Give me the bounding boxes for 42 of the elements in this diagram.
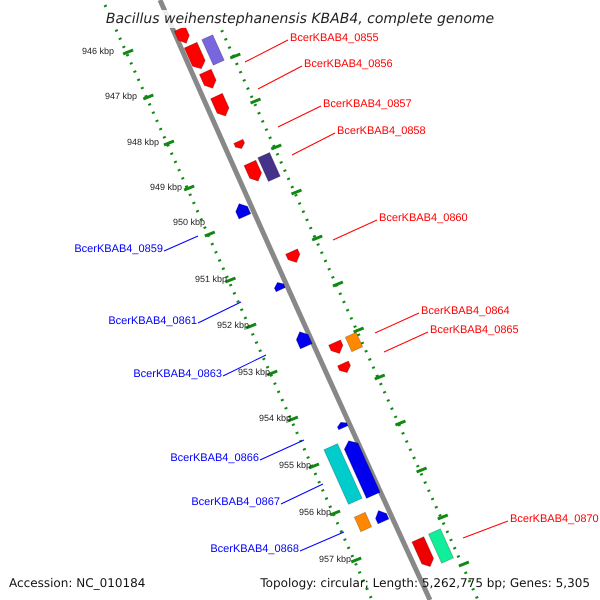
gene-label: BcerKBAB4_0863 — [133, 368, 222, 381]
position-label: 950 kbp — [172, 217, 205, 228]
leader-line — [244, 40, 288, 62]
position-label: 957 kbp — [318, 554, 351, 565]
gene-label: BcerKBAB4_0867 — [191, 496, 280, 509]
gene-label: BcerKBAB4_0864 — [421, 305, 510, 318]
gene-label: BcerKBAB4_0868 — [210, 543, 299, 556]
leader-line — [384, 332, 428, 352]
gene-label: BcerKBAB4_0861 — [108, 315, 197, 328]
position-label: 956 kbp — [298, 507, 331, 518]
position-label: 948 kbp — [126, 137, 159, 148]
gene-label: BcerKBAB4_0859 — [74, 243, 163, 256]
footer-text: Accession: NC_010184 — [9, 576, 146, 590]
gene-label: BcerKBAB4_0858 — [337, 125, 426, 138]
leader-line — [280, 484, 324, 504]
leader-line — [332, 220, 378, 240]
gene-label: BcerKBAB4_0860 — [379, 212, 468, 225]
position-label: 954 kbp — [258, 413, 291, 424]
gene-label: BcerKBAB4_0857 — [323, 98, 412, 111]
position-label: 947 kbp — [104, 91, 137, 102]
gene-label: BcerKBAB4_0870 — [510, 513, 599, 526]
gene-label: BcerKBAB4_0865 — [430, 324, 519, 337]
position-label: 951 kbp — [194, 274, 227, 285]
gene-label: BcerKBAB4_0855 — [290, 32, 379, 45]
leader-line — [222, 354, 266, 376]
leader-line — [462, 520, 508, 538]
position-label: 949 kbp — [150, 182, 182, 193]
leader-line — [198, 302, 242, 324]
gene-label: BcerKBAB4_0866 — [170, 452, 259, 465]
leader-line — [374, 312, 420, 334]
position-label: 952 kbp — [216, 320, 249, 331]
leader-line — [164, 236, 198, 252]
leader-line — [292, 132, 336, 156]
gene-label: BcerKBAB4_0856 — [304, 58, 393, 71]
leader-line — [278, 106, 322, 128]
footer-text: Topology: circular; Length: 5,262,775 bp; Genes: 5,305 — [260, 576, 590, 590]
position-label: 946 kbp — [82, 46, 114, 57]
leader-line — [300, 532, 344, 552]
leader-line — [260, 440, 304, 460]
leader-line — [258, 66, 302, 90]
position-label: 953 kbp — [238, 367, 270, 378]
position-label: 955 kbp — [278, 460, 311, 471]
